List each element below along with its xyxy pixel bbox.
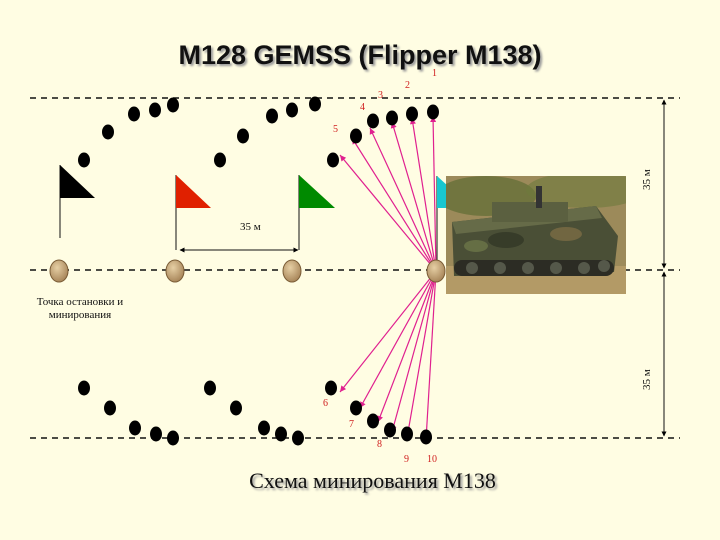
mine-number-1: 1: [432, 68, 437, 79]
diagram-caption: Схема минирования М138: [249, 468, 496, 493]
mine-marker: [292, 430, 304, 446]
mine-marker: [149, 102, 161, 118]
dispersion-ray: [339, 154, 437, 272]
mine-marker: [367, 413, 379, 429]
dispersion-ray: [369, 127, 437, 272]
mine-marker: [150, 426, 162, 442]
mine-number-5: 5: [333, 124, 338, 135]
mine-marker: [266, 108, 278, 124]
mine-marker: [327, 152, 339, 168]
mine-markers: [78, 96, 439, 446]
dispersion-ray: [406, 270, 437, 439]
mine-marker: [237, 128, 249, 144]
dimension-top-label: 35 м: [641, 169, 653, 190]
mine-marker: [350, 128, 362, 144]
dispersion-ray: [377, 270, 437, 423]
dispersion-ray-arrowhead: [340, 385, 347, 392]
mine-marker: [427, 104, 439, 120]
mine-marker: [78, 380, 90, 396]
mine-marker: [420, 429, 432, 445]
spacing-label: 35 м: [240, 221, 261, 233]
mine-marker: [406, 106, 418, 122]
waypoint-1: [49, 259, 69, 283]
vehicle-photo: [446, 176, 626, 294]
mine-number-9: 9: [404, 454, 409, 465]
stop-point-label: Точка остановки и минирования: [36, 296, 124, 321]
mine-number-6: 6: [323, 398, 328, 409]
dispersion-ray: [425, 270, 437, 441]
dimension-bottom-label: 35 м: [641, 369, 653, 390]
dispersion-rays: [339, 115, 437, 441]
mine-marker: [384, 422, 396, 438]
mine-marker: [78, 152, 90, 168]
mine-number-7: 7: [349, 419, 354, 430]
mine-marker: [386, 110, 398, 126]
mine-marker: [275, 426, 287, 442]
dispersion-ray: [391, 270, 437, 433]
mine-number-8: 8: [377, 439, 382, 450]
mine-marker: [214, 152, 226, 168]
mine-marker: [401, 426, 413, 442]
dispersion-ray: [359, 270, 437, 409]
dispersion-ray: [391, 121, 437, 272]
dispersion-ray-arrowhead: [340, 155, 347, 162]
mine-marker: [350, 400, 362, 416]
mine-marker: [258, 420, 270, 436]
mine-marker: [102, 124, 114, 140]
dispersion-ray: [351, 137, 437, 272]
dispersion-ray: [432, 115, 437, 272]
dispersion-ray-arrowhead: [369, 128, 376, 135]
dispersion-ray: [411, 117, 437, 272]
mine-marker: [367, 113, 379, 129]
mine-marker: [204, 380, 216, 396]
flag-green: [298, 175, 335, 250]
mine-number-3: 3: [378, 90, 383, 101]
mine-marker: [286, 102, 298, 118]
flag-red: [175, 175, 211, 250]
mine-number-4: 4: [360, 102, 365, 113]
mine-number-2: 2: [405, 80, 410, 91]
mine-marker: [230, 400, 242, 416]
dispersion-ray: [339, 270, 437, 393]
mine-marker: [167, 430, 179, 446]
mine-marker: [129, 420, 141, 436]
flag-black: [59, 165, 95, 238]
waypoint-3: [282, 259, 302, 283]
mine-marker: [128, 106, 140, 122]
launch-point: [426, 259, 446, 283]
mine-marker: [167, 97, 179, 113]
mine-numbers: 1 2 3 4 5 6 7 8 9 10: [323, 68, 437, 465]
mine-marker: [325, 380, 337, 396]
mine-marker: [309, 96, 321, 112]
waypoint-2: [165, 259, 185, 283]
mine-number-10: 10: [427, 454, 437, 465]
mine-marker: [104, 400, 116, 416]
slide-title: M128 GEMSS (Flipper M138): [178, 40, 542, 70]
